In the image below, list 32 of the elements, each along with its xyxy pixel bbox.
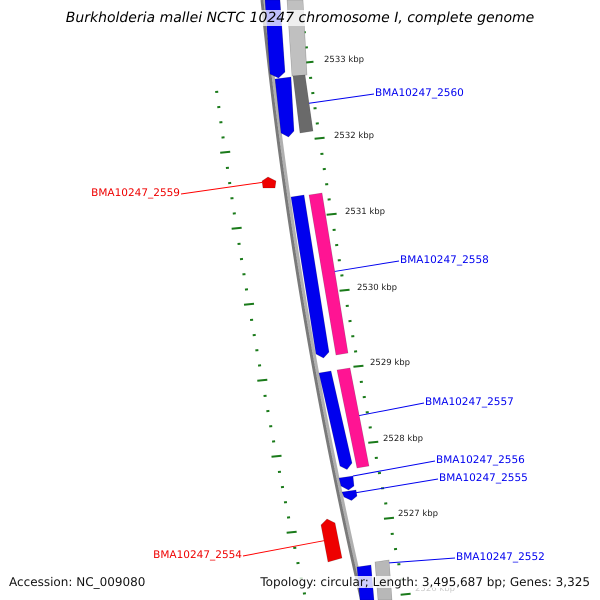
position-label: 2531 kbp xyxy=(345,208,386,216)
position-label: 2529 kbp xyxy=(370,359,410,368)
leader-line xyxy=(180,182,263,194)
footer-text: Accession: NC_009080 xyxy=(9,576,146,588)
gene-feature xyxy=(274,76,294,138)
leader-line xyxy=(358,402,424,416)
position-label: 2528 kbp xyxy=(383,435,424,444)
gene-label: BMA10247_2554 xyxy=(153,550,242,560)
leader-line xyxy=(356,478,438,494)
position-label: 2527 kbp xyxy=(398,510,438,518)
gene-feature xyxy=(262,176,276,188)
gene-label: BMA10247_2555 xyxy=(439,473,528,484)
gene-label: BMA10247_2552 xyxy=(456,552,545,562)
gene-feature xyxy=(290,194,330,358)
position-label: 2530 kbp xyxy=(357,284,398,292)
gene-feature xyxy=(336,368,370,468)
position-label: 2533 kbp xyxy=(324,56,364,64)
position-label: 2532 kbp xyxy=(334,132,374,140)
leader-line xyxy=(388,558,456,564)
gene-label: BMA10247_2559 xyxy=(91,188,180,198)
gene-label: BMA10247_2560 xyxy=(375,88,464,98)
leader-line xyxy=(242,540,324,556)
gene-feature xyxy=(292,74,314,134)
leader-line xyxy=(352,460,436,476)
gene-feature xyxy=(338,476,354,490)
gene-label: BMA10247_2557 xyxy=(425,397,514,408)
leader-line xyxy=(334,260,400,272)
gene-feature xyxy=(318,370,352,470)
gene-feature xyxy=(342,490,358,501)
gene-label: BMA10247_2558 xyxy=(400,255,489,266)
gene-label: BMA10247_2556 xyxy=(436,455,525,466)
gene-feature xyxy=(320,518,342,562)
